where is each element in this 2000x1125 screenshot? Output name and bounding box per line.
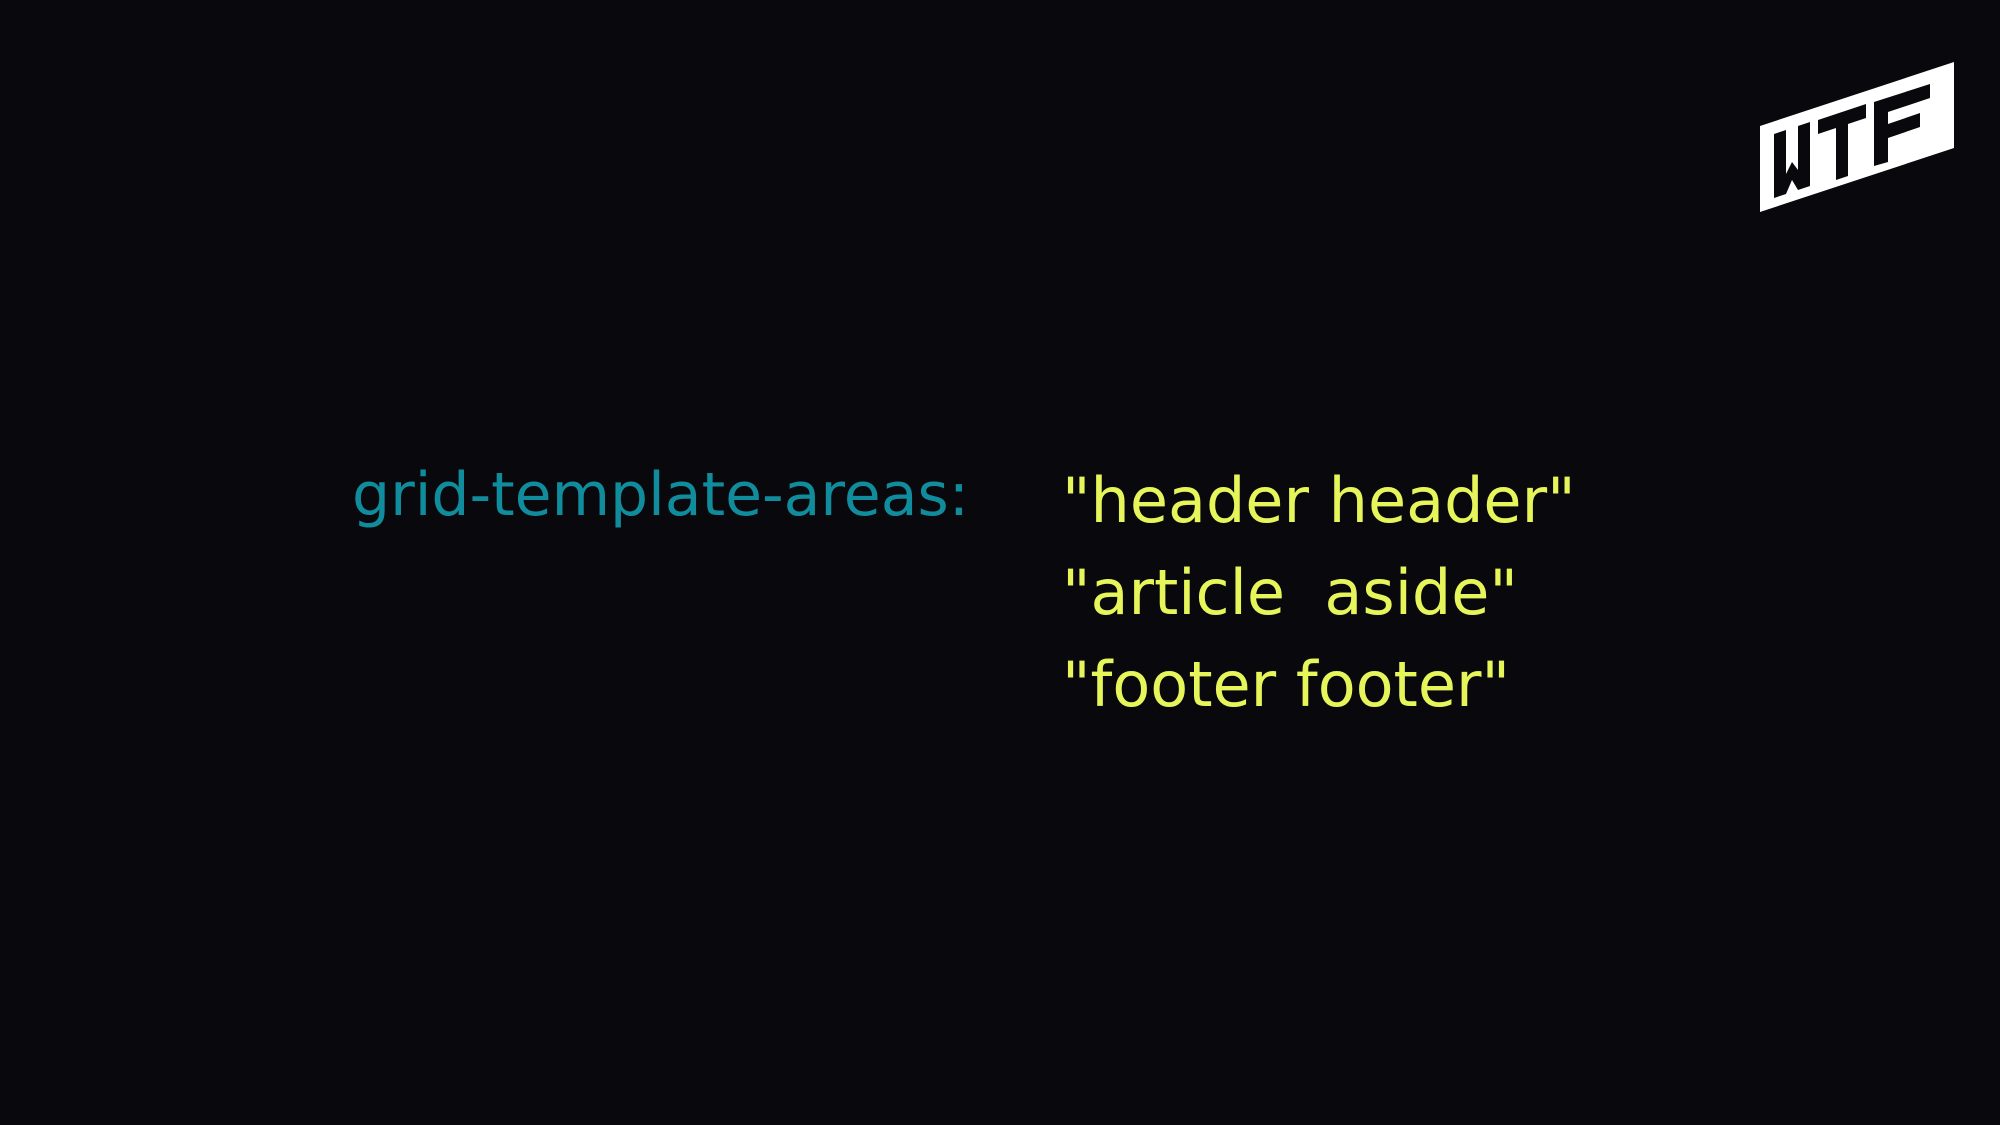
grid-area-row-1: "header header" bbox=[1062, 464, 1576, 537]
grid-area-values: "header header" "article aside" "footer … bbox=[1062, 455, 1576, 731]
grid-area-row-3: "footer footer" bbox=[1062, 648, 1511, 721]
wtf-logo-icon bbox=[1760, 62, 1954, 212]
grid-area-row-2: "article aside" bbox=[1062, 556, 1518, 629]
css-property-name: grid-template-areas: bbox=[352, 460, 969, 530]
